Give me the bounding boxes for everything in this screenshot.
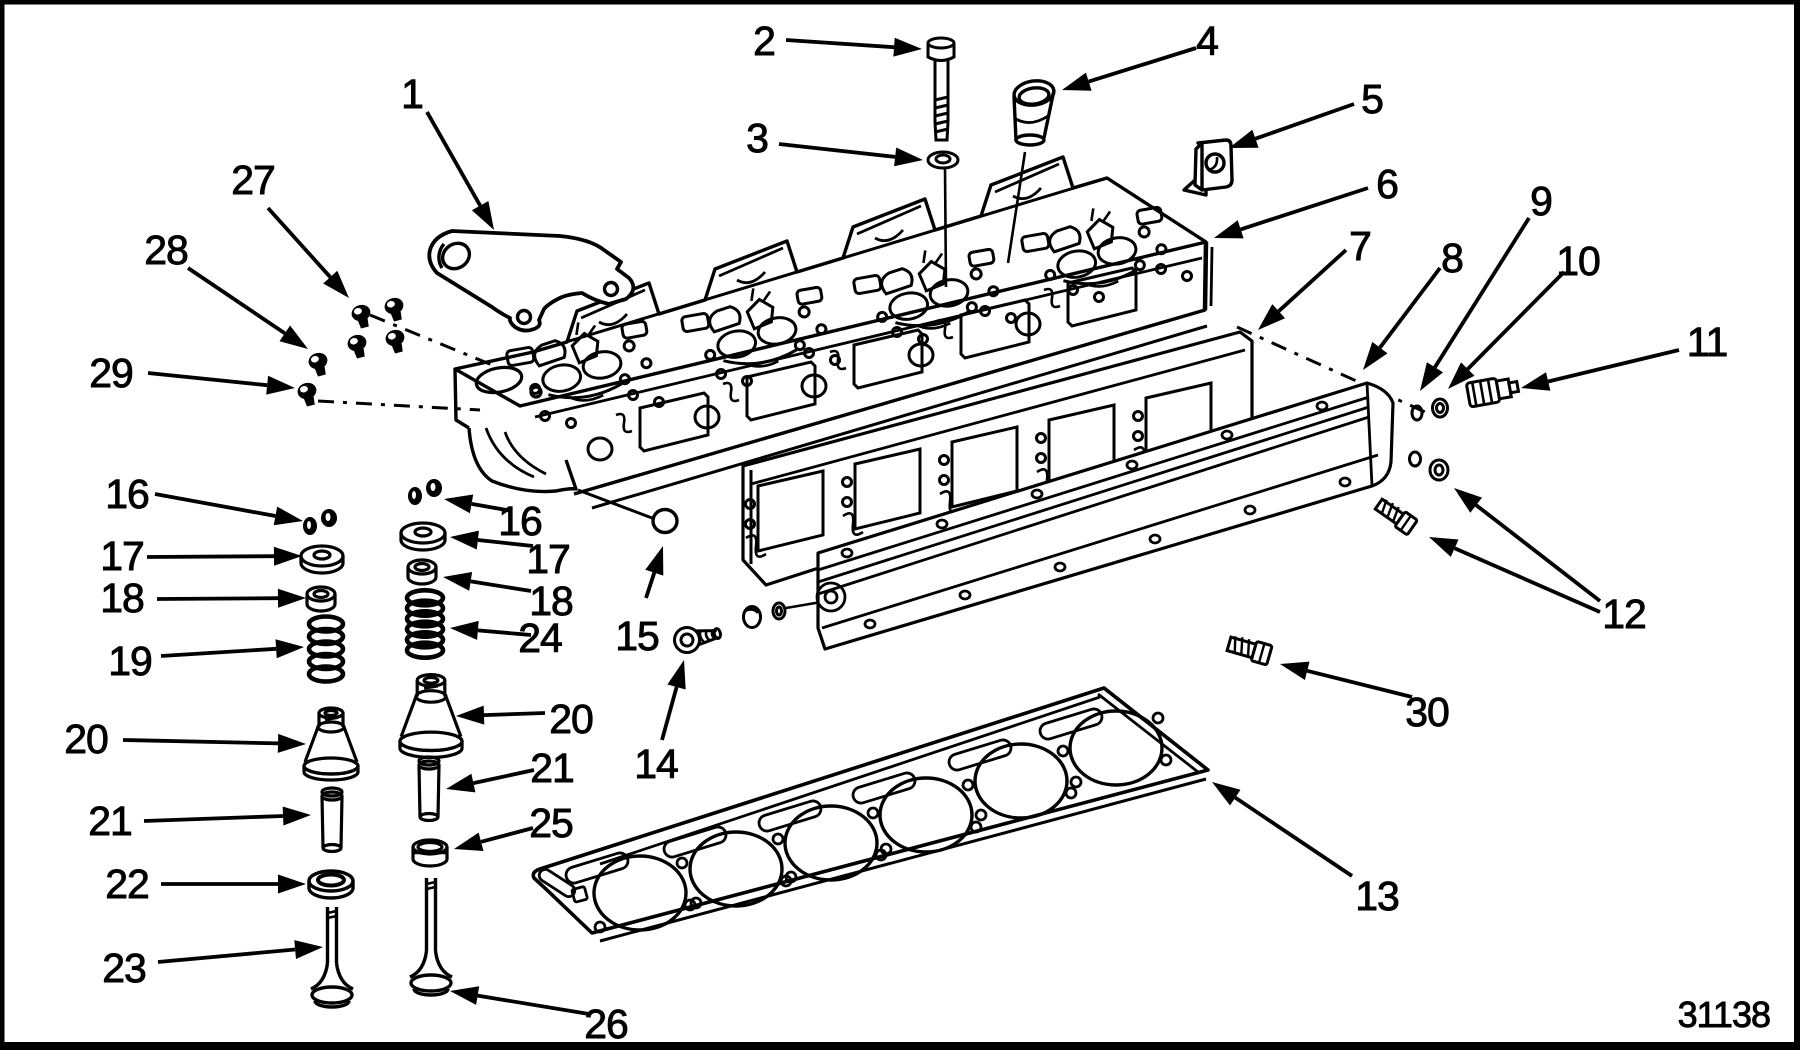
svg-text:15: 15 <box>615 613 659 659</box>
svg-text:17: 17 <box>526 536 570 582</box>
svg-text:27: 27 <box>231 157 275 203</box>
svg-text:3: 3 <box>746 115 768 161</box>
svg-text:23: 23 <box>102 945 146 991</box>
svg-text:22: 22 <box>105 861 149 907</box>
svg-text:21: 21 <box>530 745 574 791</box>
svg-text:16: 16 <box>498 498 542 544</box>
svg-text:1: 1 <box>401 71 423 117</box>
svg-text:10: 10 <box>1556 238 1600 284</box>
svg-text:8: 8 <box>1441 235 1463 281</box>
svg-text:21: 21 <box>88 798 132 844</box>
svg-text:5: 5 <box>1361 76 1383 122</box>
svg-text:6: 6 <box>1376 161 1398 207</box>
svg-text:4: 4 <box>1196 18 1218 64</box>
svg-text:13: 13 <box>1355 873 1399 919</box>
svg-text:28: 28 <box>144 227 188 273</box>
svg-text:19: 19 <box>108 638 152 684</box>
svg-text:20: 20 <box>549 696 593 742</box>
svg-text:20: 20 <box>64 716 108 762</box>
svg-text:9: 9 <box>1530 178 1552 224</box>
svg-text:14: 14 <box>634 741 678 787</box>
svg-text:31138: 31138 <box>1678 994 1770 1035</box>
svg-text:25: 25 <box>529 800 573 846</box>
svg-text:12: 12 <box>1602 591 1646 637</box>
svg-text:7: 7 <box>1349 223 1371 269</box>
svg-text:24: 24 <box>518 615 562 661</box>
svg-text:18: 18 <box>529 578 573 624</box>
svg-text:26: 26 <box>584 1001 628 1047</box>
svg-text:16: 16 <box>105 471 149 517</box>
svg-text:30: 30 <box>1405 689 1449 735</box>
svg-text:2: 2 <box>753 18 775 64</box>
svg-text:29: 29 <box>89 350 133 396</box>
svg-text:17: 17 <box>100 533 144 579</box>
svg-text:11: 11 <box>1687 319 1728 365</box>
svg-text:18: 18 <box>100 575 144 621</box>
